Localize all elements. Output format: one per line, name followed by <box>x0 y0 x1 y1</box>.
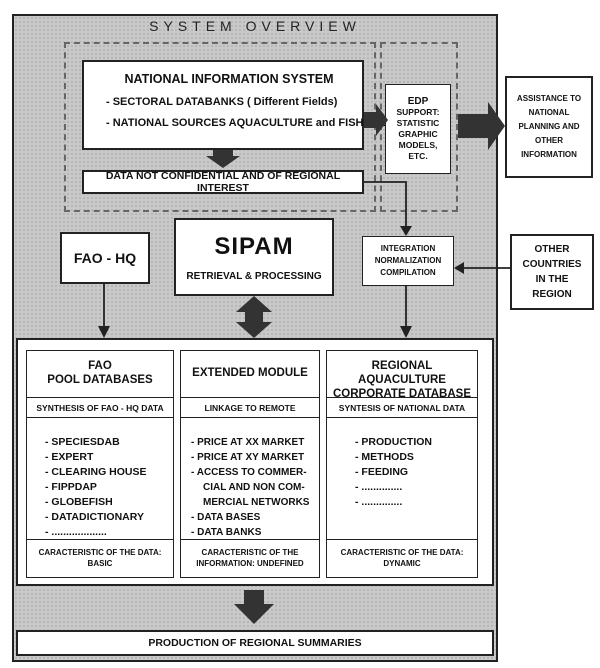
column-title-line: FAO <box>88 360 112 372</box>
national-information-system-box: NATIONAL INFORMATION SYSTEM - SECTORAL D… <box>82 60 397 150</box>
column-subtitle: LINKAGE TO REMOTE <box>204 403 296 413</box>
other-countries-line: OTHER <box>534 244 570 255</box>
other-countries-box: OTHER COUNTRIES IN THE REGION <box>510 234 594 310</box>
other-countries-line: COUNTRIES <box>522 259 582 270</box>
column-footer-line: INFORMATION: UNDEFINED <box>196 559 304 568</box>
list-item: - DATA BANKS <box>191 527 262 538</box>
edp-line: GRAPHIC <box>398 129 438 139</box>
assistance-line: OTHER <box>535 136 563 145</box>
regional-aquaculture-column: REGIONAL AQUACULTURE CORPORATE DATABASE … <box>326 350 478 578</box>
arrow-sipam-bidirectional <box>236 296 272 338</box>
arrow-to-edp <box>364 104 388 136</box>
assistance-line: NATIONAL <box>528 108 570 117</box>
list-item: - DATA BASES <box>191 512 261 523</box>
list-item: - FEEDING <box>355 466 409 478</box>
line-to-integration <box>364 181 407 228</box>
list-item: - METHODS <box>355 451 414 463</box>
national-info-heading: NATIONAL INFORMATION SYSTEM <box>124 72 334 86</box>
list-item: - DATADICTIONARY <box>45 511 144 523</box>
edp-line: SUPPORT: <box>396 107 440 117</box>
list-item: - .............. <box>355 496 403 508</box>
fao-pool-column: FAO POOL DATABASES SYNTHESIS OF FAO - HQ… <box>26 350 174 578</box>
national-info-item: - NATIONAL SOURCES AQUACULTURE and FISHE… <box>106 117 397 129</box>
assistance-box: ASSISTANCE TO NATIONAL PLANNING AND OTHE… <box>505 76 593 178</box>
arrow-integration-down <box>400 326 412 338</box>
extended-module-column: EXTENDED MODULE LINKAGE TO REMOTE - PRIC… <box>180 350 320 578</box>
list-item: - ................... <box>45 526 107 538</box>
list-item: MERCIAL NETWORKS <box>203 497 310 508</box>
list-item: - FIPPDAP <box>45 481 97 493</box>
arrow-other-countries <box>454 262 464 274</box>
arrow-fao-down <box>98 326 110 338</box>
sipam-name: SIPAM <box>214 232 294 260</box>
edp-support-box: EDP SUPPORT: STATISTIC GRAPHIC MODELS, E… <box>385 84 451 174</box>
integration-line: COMPILATION <box>380 268 436 277</box>
edp-line: ETC. <box>408 151 428 161</box>
list-item: - EXPERT <box>45 451 94 463</box>
edp-line: STATISTIC <box>396 118 440 128</box>
column-subtitle: SYNTESIS OF NATIONAL DATA <box>338 403 466 413</box>
list-item: - PRODUCTION <box>355 436 432 448</box>
column-footer-line: CARACTERISTIC OF THE <box>201 548 299 557</box>
column-footer-line: CARACTERISTIC OF THE DATA: <box>38 548 162 557</box>
list-item: CIAL AND NON COM- <box>203 482 305 493</box>
column-title-line: REGIONAL AQUACULTURE <box>358 360 446 386</box>
assistance-line: ASSISTANCE TO <box>516 94 582 103</box>
diagram-title: SYSTEM OVERVIEW <box>149 18 361 34</box>
integration-line: NORMALIZATION <box>374 256 442 265</box>
column-footer-line: DYNAMIC <box>383 559 421 568</box>
list-item: - GLOBEFISH <box>45 496 113 508</box>
column-footer-line: CARACTERISTIC OF THE DATA: <box>340 548 464 557</box>
fao-hq-box: FAO - HQ <box>60 232 150 284</box>
other-countries-line: IN THE <box>535 274 569 285</box>
production-box: PRODUCTION OF REGIONAL SUMMARIES <box>16 630 494 656</box>
other-countries-line: REGION <box>532 289 572 300</box>
sipam-subtitle: RETRIEVAL & PROCESSING <box>186 270 322 282</box>
list-item: - SPECIESDAB <box>45 436 120 448</box>
arrow-national-down <box>206 150 240 168</box>
column-title-line: POOL DATABASES <box>47 374 153 386</box>
arrow-to-integration <box>400 226 412 236</box>
assistance-line: PLANNING AND <box>518 122 580 131</box>
sipam-box: SIPAM RETRIEVAL & PROCESSING <box>174 218 334 296</box>
edp-heading: EDP <box>407 96 429 107</box>
column-footer-line: BASIC <box>87 559 113 568</box>
integration-line: INTEGRATION <box>380 244 436 253</box>
national-info-item: - SECTORAL DATABANKS ( Different Fields) <box>106 96 338 108</box>
arrow-to-production <box>234 590 274 624</box>
list-item: - PRICE AT XY MARKET <box>191 452 305 463</box>
arrow-to-assistance <box>458 102 505 150</box>
assistance-line: INFORMATION <box>521 150 577 159</box>
list-item: - CLEARING HOUSE <box>45 466 147 478</box>
column-title-line: EXTENDED MODULE <box>192 367 308 379</box>
edp-line: MODELS, <box>398 140 438 150</box>
integration-box: INTEGRATION NORMALIZATION COMPILATION <box>362 236 454 286</box>
list-item: - .............. <box>355 481 403 493</box>
column-subtitle: SYNTHESIS OF FAO - HQ DATA <box>36 403 164 413</box>
not-confidential-box: DATA NOT CONFIDENTIAL AND OF REGIONAL IN… <box>82 170 364 194</box>
list-item: - PRICE AT XX MARKET <box>191 437 305 448</box>
list-item: - ACCESS TO COMMER- <box>191 467 307 478</box>
